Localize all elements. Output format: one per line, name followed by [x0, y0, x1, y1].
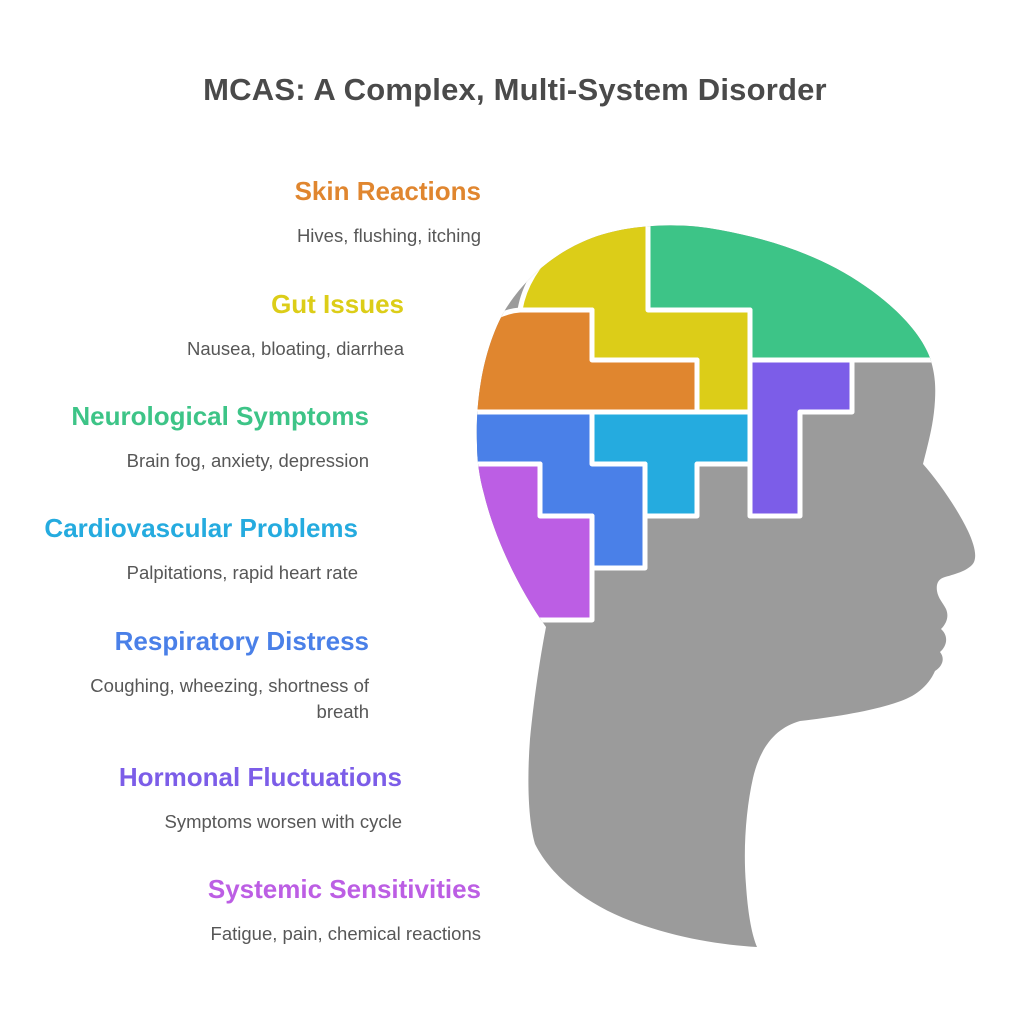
page-title: MCAS: A Complex, Multi-System Disorder [203, 72, 827, 107]
legend-label: Hormonal Fluctuations [118, 762, 402, 792]
legend-desc: Coughing, wheezing, shortness of breath [90, 675, 369, 722]
legend-desc: Palpitations, rapid heart rate [126, 562, 358, 583]
legend-label: Skin Reactions [294, 176, 481, 206]
legend-label: Systemic Sensitivities [207, 874, 481, 904]
legend-item-neurological-symptoms: Neurological Symptoms Brain fog, anxiety… [0, 401, 369, 474]
legend-label: Cardiovascular Problems [44, 513, 358, 543]
legend-item-skin-reactions: Skin Reactions Hives, flushing, itching [21, 176, 481, 249]
legend-item-respiratory-distress: Respiratory Distress Coughing, wheezing,… [34, 626, 369, 725]
legend-label: Neurological Symptoms [71, 401, 369, 431]
orange-s-piece [476, 307, 700, 415]
legend-label: Respiratory Distress [114, 626, 369, 656]
legend-item-gut-issues: Gut Issues Nausea, bloating, diarrhea [0, 289, 404, 362]
legend-desc: Brain fog, anxiety, depression [126, 450, 369, 471]
legend-desc: Fatigue, pain, chemical reactions [210, 923, 481, 944]
legend-item-hormonal-fluctuations: Hormonal Fluctuations Symptoms worsen wi… [0, 762, 402, 835]
legend-desc: Nausea, bloating, diarrhea [186, 338, 404, 359]
legend-label: Gut Issues [271, 289, 404, 319]
legend-item-cardiovascular-problems: Cardiovascular Problems Palpitations, ra… [0, 513, 358, 586]
legend-desc: Symptoms worsen with cycle [164, 811, 402, 832]
legend-item-systemic-sensitivities: Systemic Sensitivities Fatigue, pain, ch… [21, 874, 481, 947]
legend-desc: Hives, flushing, itching [296, 225, 481, 246]
violet-j-piece [747, 357, 855, 519]
